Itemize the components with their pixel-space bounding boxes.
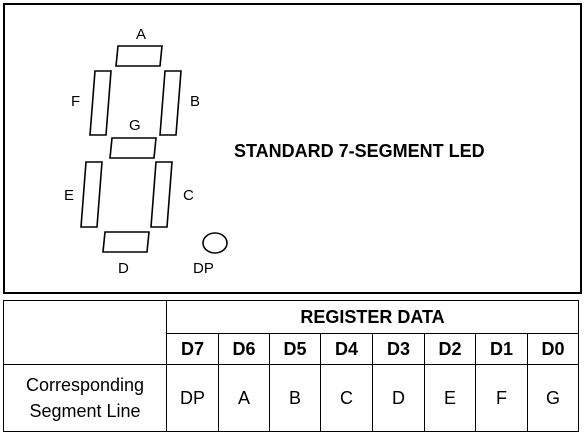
diagram-title: STANDARD 7-SEGMENT LED [234,141,485,161]
row-label-line1: Corresponding [25,375,145,395]
segment-line-row: Corresponding Segment Line DP A B C D E … [3,364,579,432]
segment-c [150,161,173,228]
segment-d [102,231,150,253]
bit-header-d3: D3 [372,333,425,365]
row-label-cell: Corresponding Segment Line [3,364,167,432]
row-label-line2: Segment Line [29,401,141,421]
segment-cell-d2: E [424,364,476,432]
label-b: B [190,93,200,110]
segment-e [80,161,103,228]
segment-cell-d7: DP [166,364,219,432]
segment-cell-d5: B [269,364,321,432]
table-corner-cell [3,300,167,365]
label-a: A [136,26,146,43]
bit-header-d6: D6 [218,333,270,365]
segment-cell-d6: A [218,364,270,432]
label-dp: DP [193,260,214,277]
segment-diagram-panel: A F B G E C D DP STANDARD 7-SEGMENT LED [3,3,582,294]
segment-a [115,45,163,67]
label-c: C [183,187,194,204]
segment-dp [202,232,228,254]
segment-cell-d0: G [527,364,579,432]
bit-header-d5: D5 [269,333,321,365]
segment-cell-d3: D [372,364,425,432]
table-header-row: REGISTER DATA [3,300,579,365]
bit-header-d4: D4 [320,333,373,365]
bit-header-d2: D2 [424,333,476,365]
seven-segment-diagram: A F B G E C D DP STANDARD 7-SEGMENT LED [64,26,485,277]
segment-cell-d1: F [475,364,528,432]
segment-f [89,70,112,136]
label-d: D [118,260,129,277]
label-g: G [129,117,141,134]
bit-header-d1: D1 [475,333,528,365]
bit-header-d7: D7 [166,333,219,365]
segment-cell-d4: C [320,364,373,432]
register-data-header: REGISTER DATA [166,300,579,334]
label-f: F [71,93,80,110]
bit-header-row: D7 D6 D5 D4 D3 D2 D1 D0 [4,333,579,365]
segment-g [109,137,157,159]
bit-header-d0: D0 [527,333,579,365]
segment-b [159,70,182,136]
label-e: E [64,187,74,204]
register-data-table: REGISTER DATA D7 D6 D5 D4 D3 D2 D1 D0 Co… [3,300,579,432]
